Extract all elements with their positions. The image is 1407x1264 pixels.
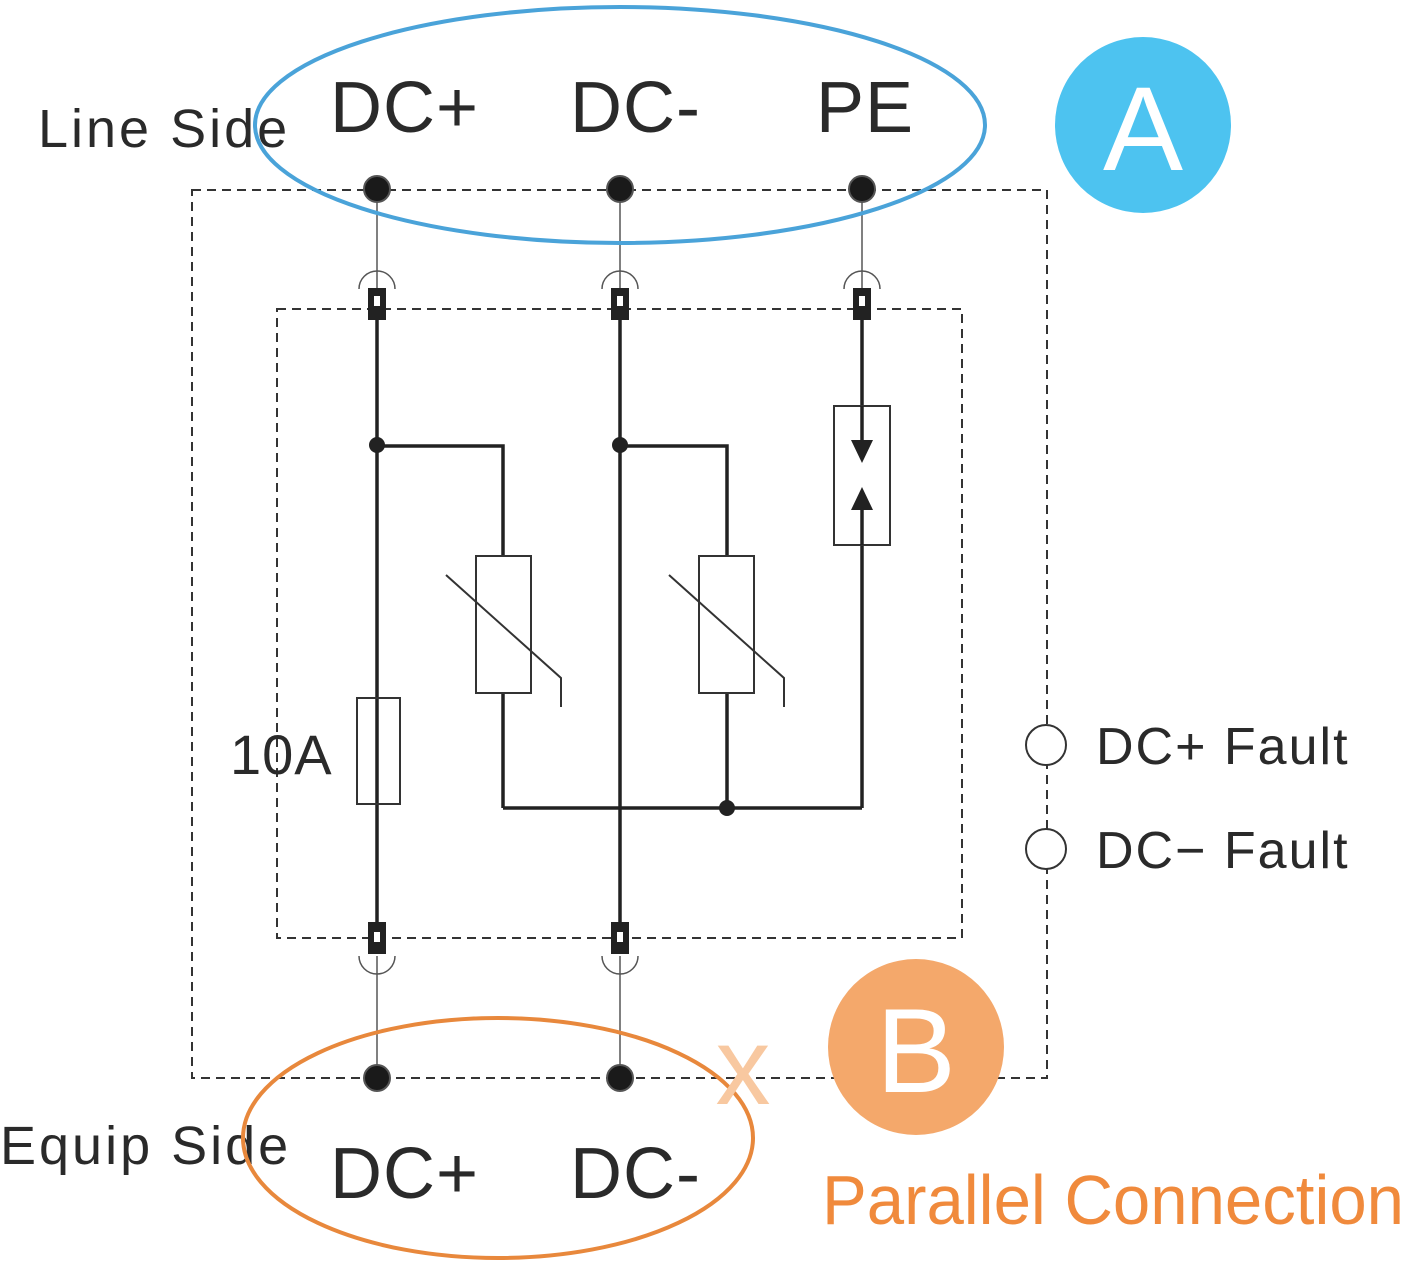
fuse-symbol bbox=[356, 697, 401, 805]
line-terminal-dc-plus: DC+ bbox=[330, 68, 479, 148]
equip-side-terminal-dots bbox=[363, 1064, 634, 1092]
fuse-rating-label: 10A bbox=[230, 723, 333, 786]
line-side-highlight-ellipse bbox=[253, 5, 987, 245]
cross-mark: x bbox=[716, 1005, 771, 1128]
equip-side-highlight-ellipse bbox=[241, 1016, 755, 1260]
badge-a-letter: A bbox=[1103, 62, 1183, 196]
badge-b-letter: B bbox=[876, 984, 956, 1118]
fault-label-dc-minus: DC− Fault bbox=[1096, 822, 1350, 880]
varistor-branches bbox=[369, 437, 864, 816]
badge-b: B bbox=[828, 959, 1004, 1135]
varistor-dc-minus bbox=[668, 555, 785, 707]
equip-terminal-dc-plus: DC+ bbox=[330, 1134, 479, 1214]
fault-indicator-dc-plus: DC+ Fault bbox=[1025, 718, 1350, 776]
equip-side-label: Equip Side bbox=[0, 1116, 291, 1176]
top-lead-wires bbox=[376, 190, 863, 290]
parallel-connection-label: Parallel Connection bbox=[822, 1161, 1404, 1239]
line-side-terminal-dots bbox=[363, 175, 876, 203]
bottom-plug-connectors bbox=[358, 922, 639, 1078]
badge-a: A bbox=[1055, 37, 1231, 213]
top-plug-connectors bbox=[358, 270, 881, 320]
varistor-dc-plus bbox=[445, 555, 562, 707]
line-side-label: Line Side bbox=[38, 99, 290, 159]
line-terminal-pe: PE bbox=[816, 68, 914, 148]
line-terminal-dc-minus: DC- bbox=[570, 68, 701, 148]
equip-terminal-dc-minus: DC- bbox=[570, 1134, 701, 1214]
gas-discharge-tube bbox=[833, 405, 891, 546]
main-conductors bbox=[375, 320, 864, 922]
fault-indicator-dc-minus: DC− Fault bbox=[1025, 822, 1350, 880]
fault-label-dc-plus: DC+ Fault bbox=[1096, 718, 1350, 776]
